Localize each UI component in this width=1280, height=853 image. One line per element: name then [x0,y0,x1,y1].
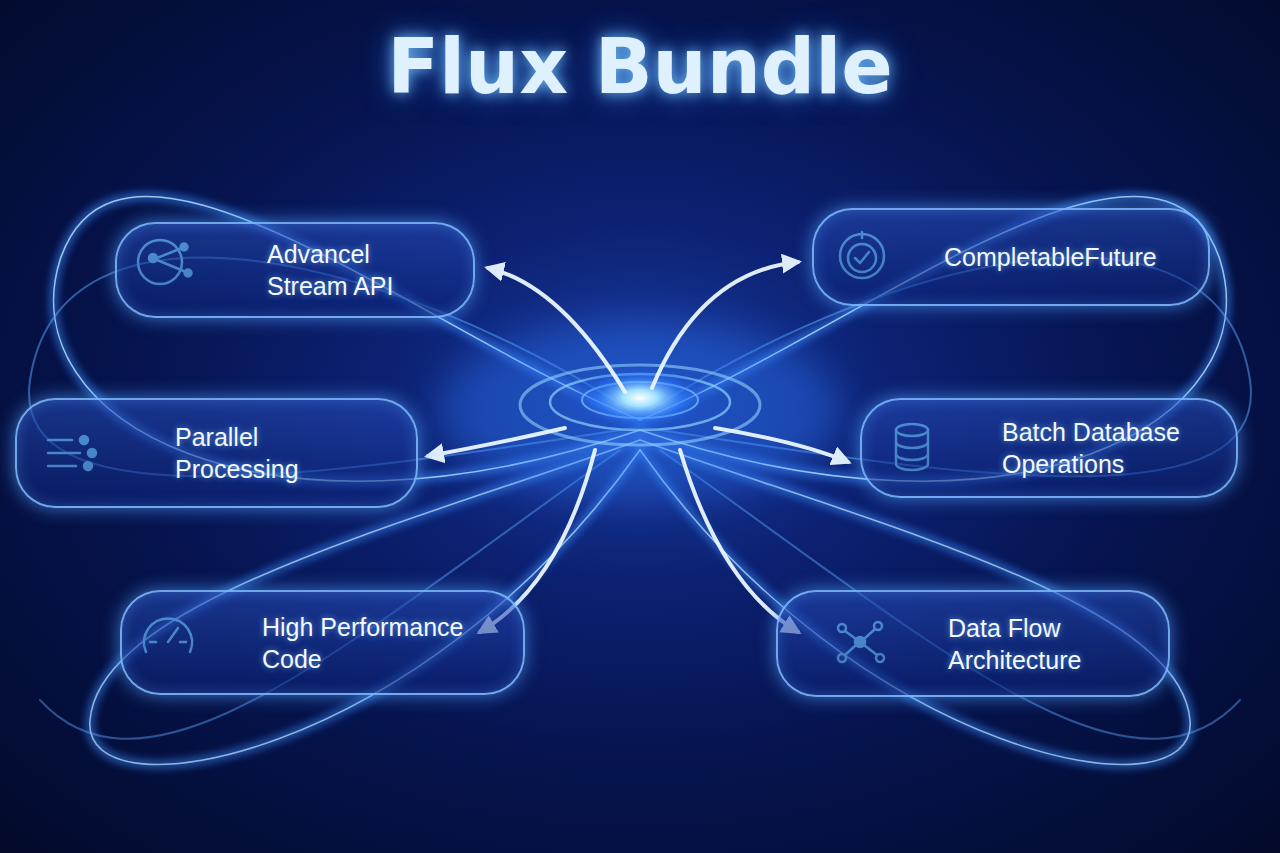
diagram-title: Flux Bundle [0,22,1280,111]
feature-pill: Advancel Stream API [115,222,475,318]
feature-label: Advancel Stream API [267,238,432,302]
feature-label: Data Flow Architecture [948,612,1133,676]
feature-label: Batch Database Operations [1002,416,1207,480]
feature-pill: CompletableFuture [812,208,1210,306]
feature-pill: Batch Database Operations [860,398,1238,498]
feature-label: CompletableFuture [944,241,1157,273]
feature-pill: Data Flow Architecture [776,590,1170,697]
feature-label: High Performance Code [262,611,477,675]
feature-pill: Parallel Processing [15,398,418,508]
feature-label: Parallel Processing [175,421,335,485]
feature-pill: High Performance Code [120,590,525,695]
